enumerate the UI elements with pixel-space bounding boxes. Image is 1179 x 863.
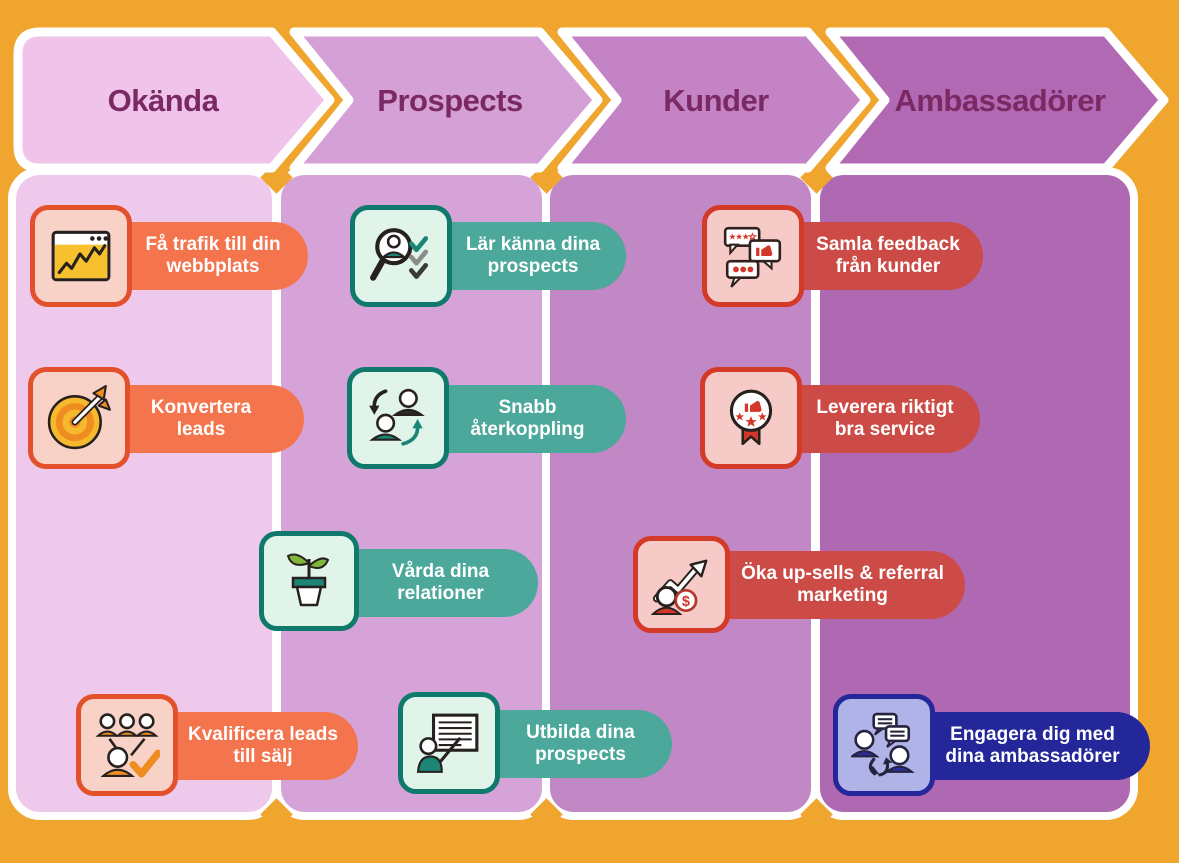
step-label: Utbilda dina prospects (526, 721, 635, 765)
stage-header: Okända Prospects Kunder Ambassadörer (13, 27, 1169, 173)
stage-arrow-kunder (557, 27, 871, 173)
stage-title-prospects: Prospects (377, 83, 522, 118)
target-arrow-icon (28, 367, 130, 469)
step-label: Kvalificera leads till sälj (188, 723, 338, 767)
stage-arrow-prospects (289, 27, 603, 173)
browser-traffic-chart-icon (30, 205, 132, 307)
award-thumbs-up-icon (700, 367, 802, 469)
stage-title-kunder: Kunder (663, 83, 769, 118)
step-label: Få trafik till din webbplats (145, 233, 281, 277)
step-label: Konvertera leads (150, 396, 252, 440)
stage-title-okanda: Okända (108, 83, 220, 118)
stage-arrow-okanda (13, 27, 335, 173)
qualify-people-check-icon (76, 694, 178, 796)
step-label: Lär känna dina prospects (465, 233, 601, 277)
step-label: Samla feedback från kunder (816, 233, 960, 277)
magnifier-person-checklist-icon (350, 205, 452, 307)
step-label: Leverera riktigt bra service (816, 396, 954, 440)
step-label: Vårda dina relationer (391, 560, 490, 604)
growing-plant-icon (259, 531, 359, 631)
svg-text:$: $ (681, 593, 689, 609)
feedback-chat-bubbles-icon (702, 205, 804, 307)
stage-arrow-ambassadorer (825, 27, 1169, 173)
presentation-teacher-icon (398, 692, 500, 794)
step-label: Öka up-sells & referral marketing (741, 562, 944, 606)
growth-dollar-person-icon: $ (633, 536, 730, 633)
stage-title-ambassadorer: Ambassadörer (894, 83, 1106, 118)
step-label: Snabb återkoppling (470, 396, 585, 440)
step-label: Engagera dig med dina ambassadörer (945, 723, 1120, 767)
people-chat-engage-icon (833, 694, 935, 796)
people-exchange-arrows-icon (347, 367, 449, 469)
